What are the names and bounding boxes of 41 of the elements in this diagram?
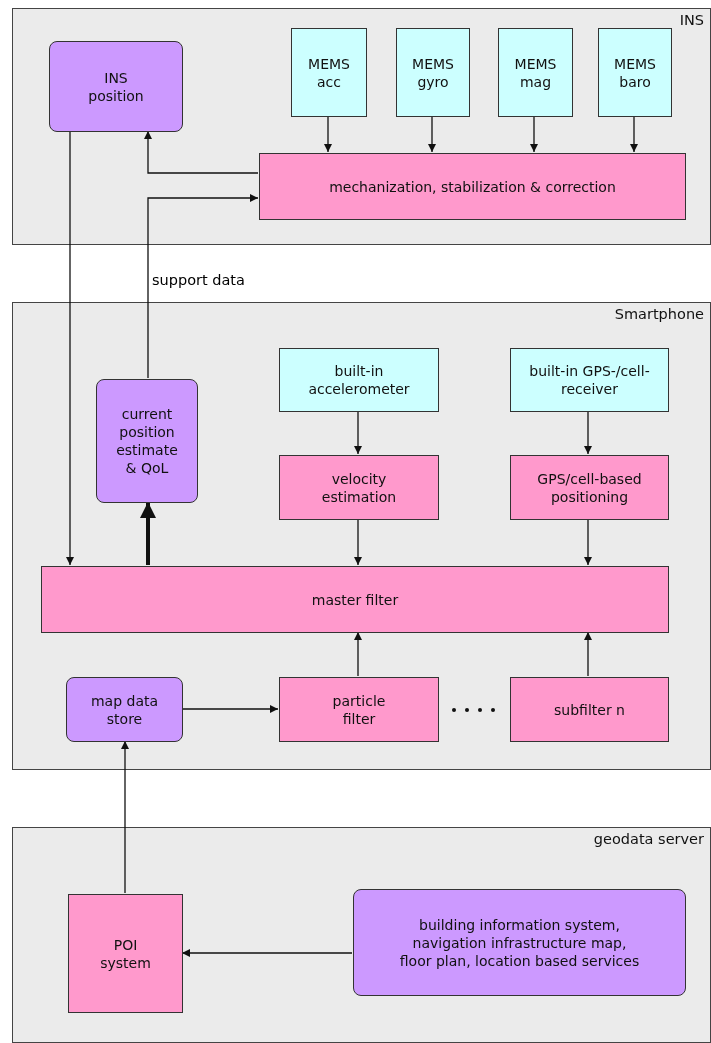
arrow [354, 410, 362, 455]
arrow [181, 949, 353, 957]
arrow [530, 115, 538, 153]
arrow [147, 194, 259, 379]
sensor-box: MEMS gyro [396, 28, 470, 117]
arrow [181, 705, 279, 713]
process-box: GPS/cell-based positioning [510, 455, 669, 520]
arrow [584, 410, 592, 455]
process-box: velocity estimation [279, 455, 439, 520]
sensor-box: built-in accelerometer [279, 348, 439, 412]
arrow [324, 115, 332, 153]
arrow [121, 740, 129, 894]
data-box: INS position [49, 41, 183, 132]
arrow [354, 631, 362, 677]
data-box: building information system, navigation infrastructure map, floor plan, location based services [353, 889, 686, 996]
group-panel [12, 827, 711, 1043]
sensor-box: built-in GPS-/cell-receiver [510, 348, 669, 412]
arrow [354, 518, 362, 566]
process-box: mechanization, stabilization & correction [259, 153, 686, 220]
arrow [630, 115, 638, 153]
arrow [584, 518, 592, 566]
data-box: current position estimate & QoL [96, 379, 198, 503]
arrow [140, 502, 156, 565]
group-title: Smartphone [614, 306, 704, 322]
arrow [144, 130, 259, 174]
data-box: map data store [66, 677, 183, 742]
sensor-box: MEMS baro [598, 28, 672, 117]
sensor-box: MEMS acc [291, 28, 367, 117]
group-panel [12, 8, 711, 245]
arrow [428, 115, 436, 153]
process-box: POI system [68, 894, 183, 1013]
group-title: geodata server [593, 831, 704, 847]
process-box: master filter [41, 566, 669, 633]
group-panel [12, 302, 711, 770]
arrow [66, 130, 74, 566]
group-title: INS [679, 12, 704, 28]
arrow [584, 631, 592, 677]
process-box: particle filter [279, 677, 439, 742]
edge-label: support data [150, 272, 247, 288]
sensor-box: MEMS mag [498, 28, 573, 117]
process-box: subfilter n [510, 677, 669, 742]
